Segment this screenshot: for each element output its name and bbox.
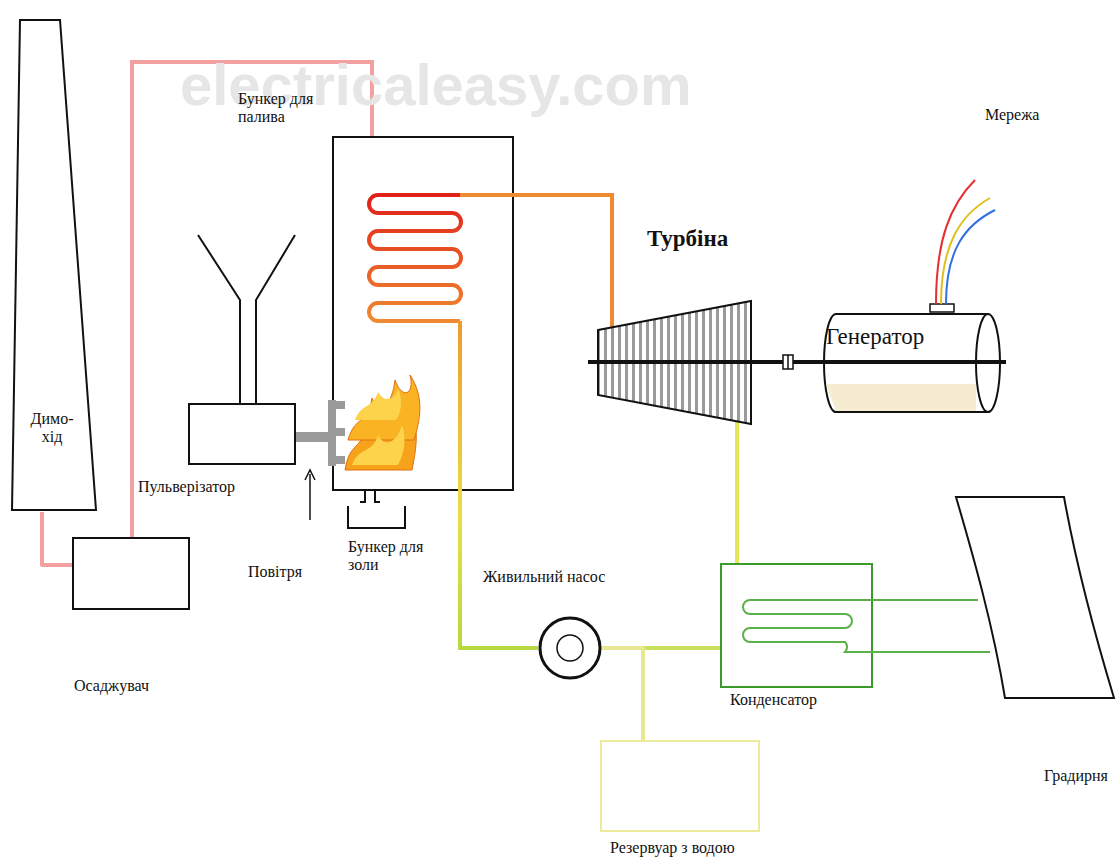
cooling-tower: Градирня (948, 495, 1116, 700)
pulverizer: Пульверізатор (188, 403, 296, 465)
cooling-water-pipe (873, 652, 990, 653)
exhaust-steam-pipe (737, 422, 738, 563)
node-label: Турбіна (647, 226, 728, 252)
precipitator-shape (72, 537, 190, 610)
precipitator: Осаджувач (72, 537, 190, 610)
flue-duct (42, 512, 72, 565)
flames (345, 375, 420, 470)
burner-pipes (296, 400, 345, 466)
boiler-coil (369, 195, 461, 321)
coal-hopper (198, 235, 295, 403)
node-label: Осаджувач (74, 677, 149, 695)
air-arrow (305, 470, 315, 520)
grid-wires (930, 180, 995, 312)
boiler (333, 137, 513, 490)
shaft (752, 355, 824, 369)
pulverizer-shape (188, 403, 296, 465)
node-label: Генератор (826, 324, 924, 350)
makeup-water-pipe (602, 648, 643, 740)
feed-pump: Живильний насос (538, 616, 602, 680)
node-label: Градирня (1044, 767, 1108, 785)
ash-hopper (348, 490, 405, 528)
ash-bunker-label: Бункер для золи (348, 538, 430, 575)
turbine-shape (597, 300, 752, 425)
air-label: Повітря (248, 563, 302, 581)
node-label: Конденсатор (730, 691, 817, 709)
cooling-tower-shape (948, 495, 1116, 700)
node-label: Димо-хід (24, 410, 80, 447)
chimney: Димо-хід (10, 18, 98, 512)
water-tank-shape (600, 740, 760, 832)
node-label: Резервуар з водою (610, 839, 735, 857)
grid-label: Мережа (985, 106, 1039, 124)
feed-pump-shape (538, 616, 602, 680)
turbine: Турбіна (597, 300, 752, 425)
cooling-water-pipe (873, 600, 978, 601)
condenser: Конденсатор (720, 563, 873, 688)
water-tank: Резервуар з водою (600, 740, 760, 832)
fuel-bunker-label: Бункер для палива (238, 90, 334, 127)
generator: Генератор (822, 312, 1002, 414)
node-label: Живильний насос (483, 568, 605, 586)
condenser-shape (720, 563, 873, 688)
steam-pipe (460, 195, 612, 335)
node-label: Пульверізатор (138, 478, 235, 496)
feed-pipe (460, 321, 538, 648)
